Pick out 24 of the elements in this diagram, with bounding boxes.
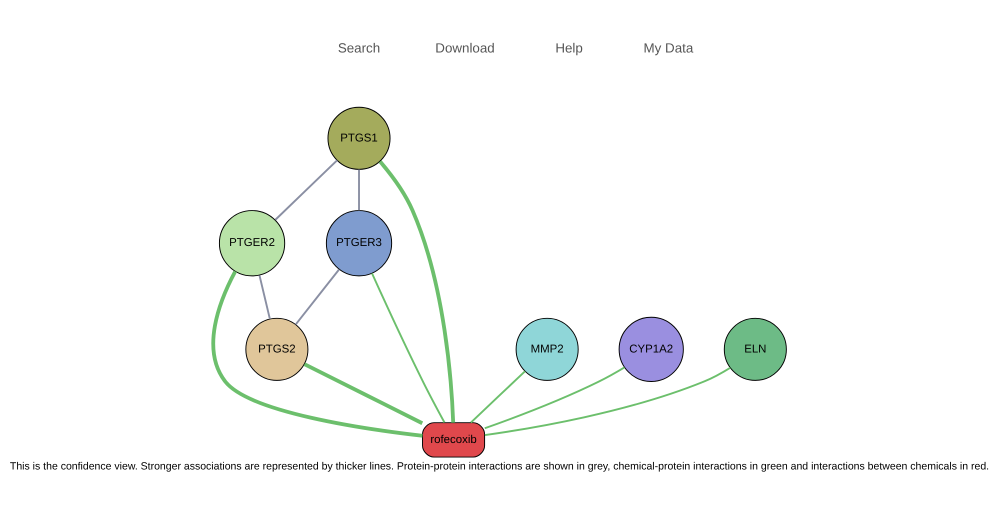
connector: [258, 274, 271, 319]
node-box: rofecoxib: [422, 422, 486, 458]
node-circle: PTGER2: [218, 210, 286, 276]
node-circle: PTGER3: [326, 210, 392, 276]
node-circle: CYP1A2: [618, 316, 684, 382]
caption: This is the confidence view. Stronger associations are represented by thicker lines. Protein-protein interactions are shown in grey, chemical-protein interactions in green and interactions between chemicals in red.: [10, 460, 990, 472]
connector: [378, 160, 456, 422]
node-circle: PTGS2: [245, 317, 308, 380]
connector: [470, 370, 526, 423]
connector: [304, 362, 424, 424]
connector: [211, 270, 423, 438]
connector: [484, 366, 625, 429]
connector: [484, 366, 731, 436]
connector: [274, 159, 338, 220]
connector: [358, 169, 360, 210]
label: Download: [435, 40, 495, 56]
connector: [294, 268, 340, 325]
node-circle: PTGS1: [328, 106, 391, 170]
node-circle: MMP2: [516, 317, 579, 380]
connector: [371, 272, 446, 422]
label: My Data: [644, 40, 694, 56]
node-circle: ELN: [724, 317, 787, 380]
label: Help: [555, 40, 583, 56]
label: Search: [338, 40, 380, 56]
